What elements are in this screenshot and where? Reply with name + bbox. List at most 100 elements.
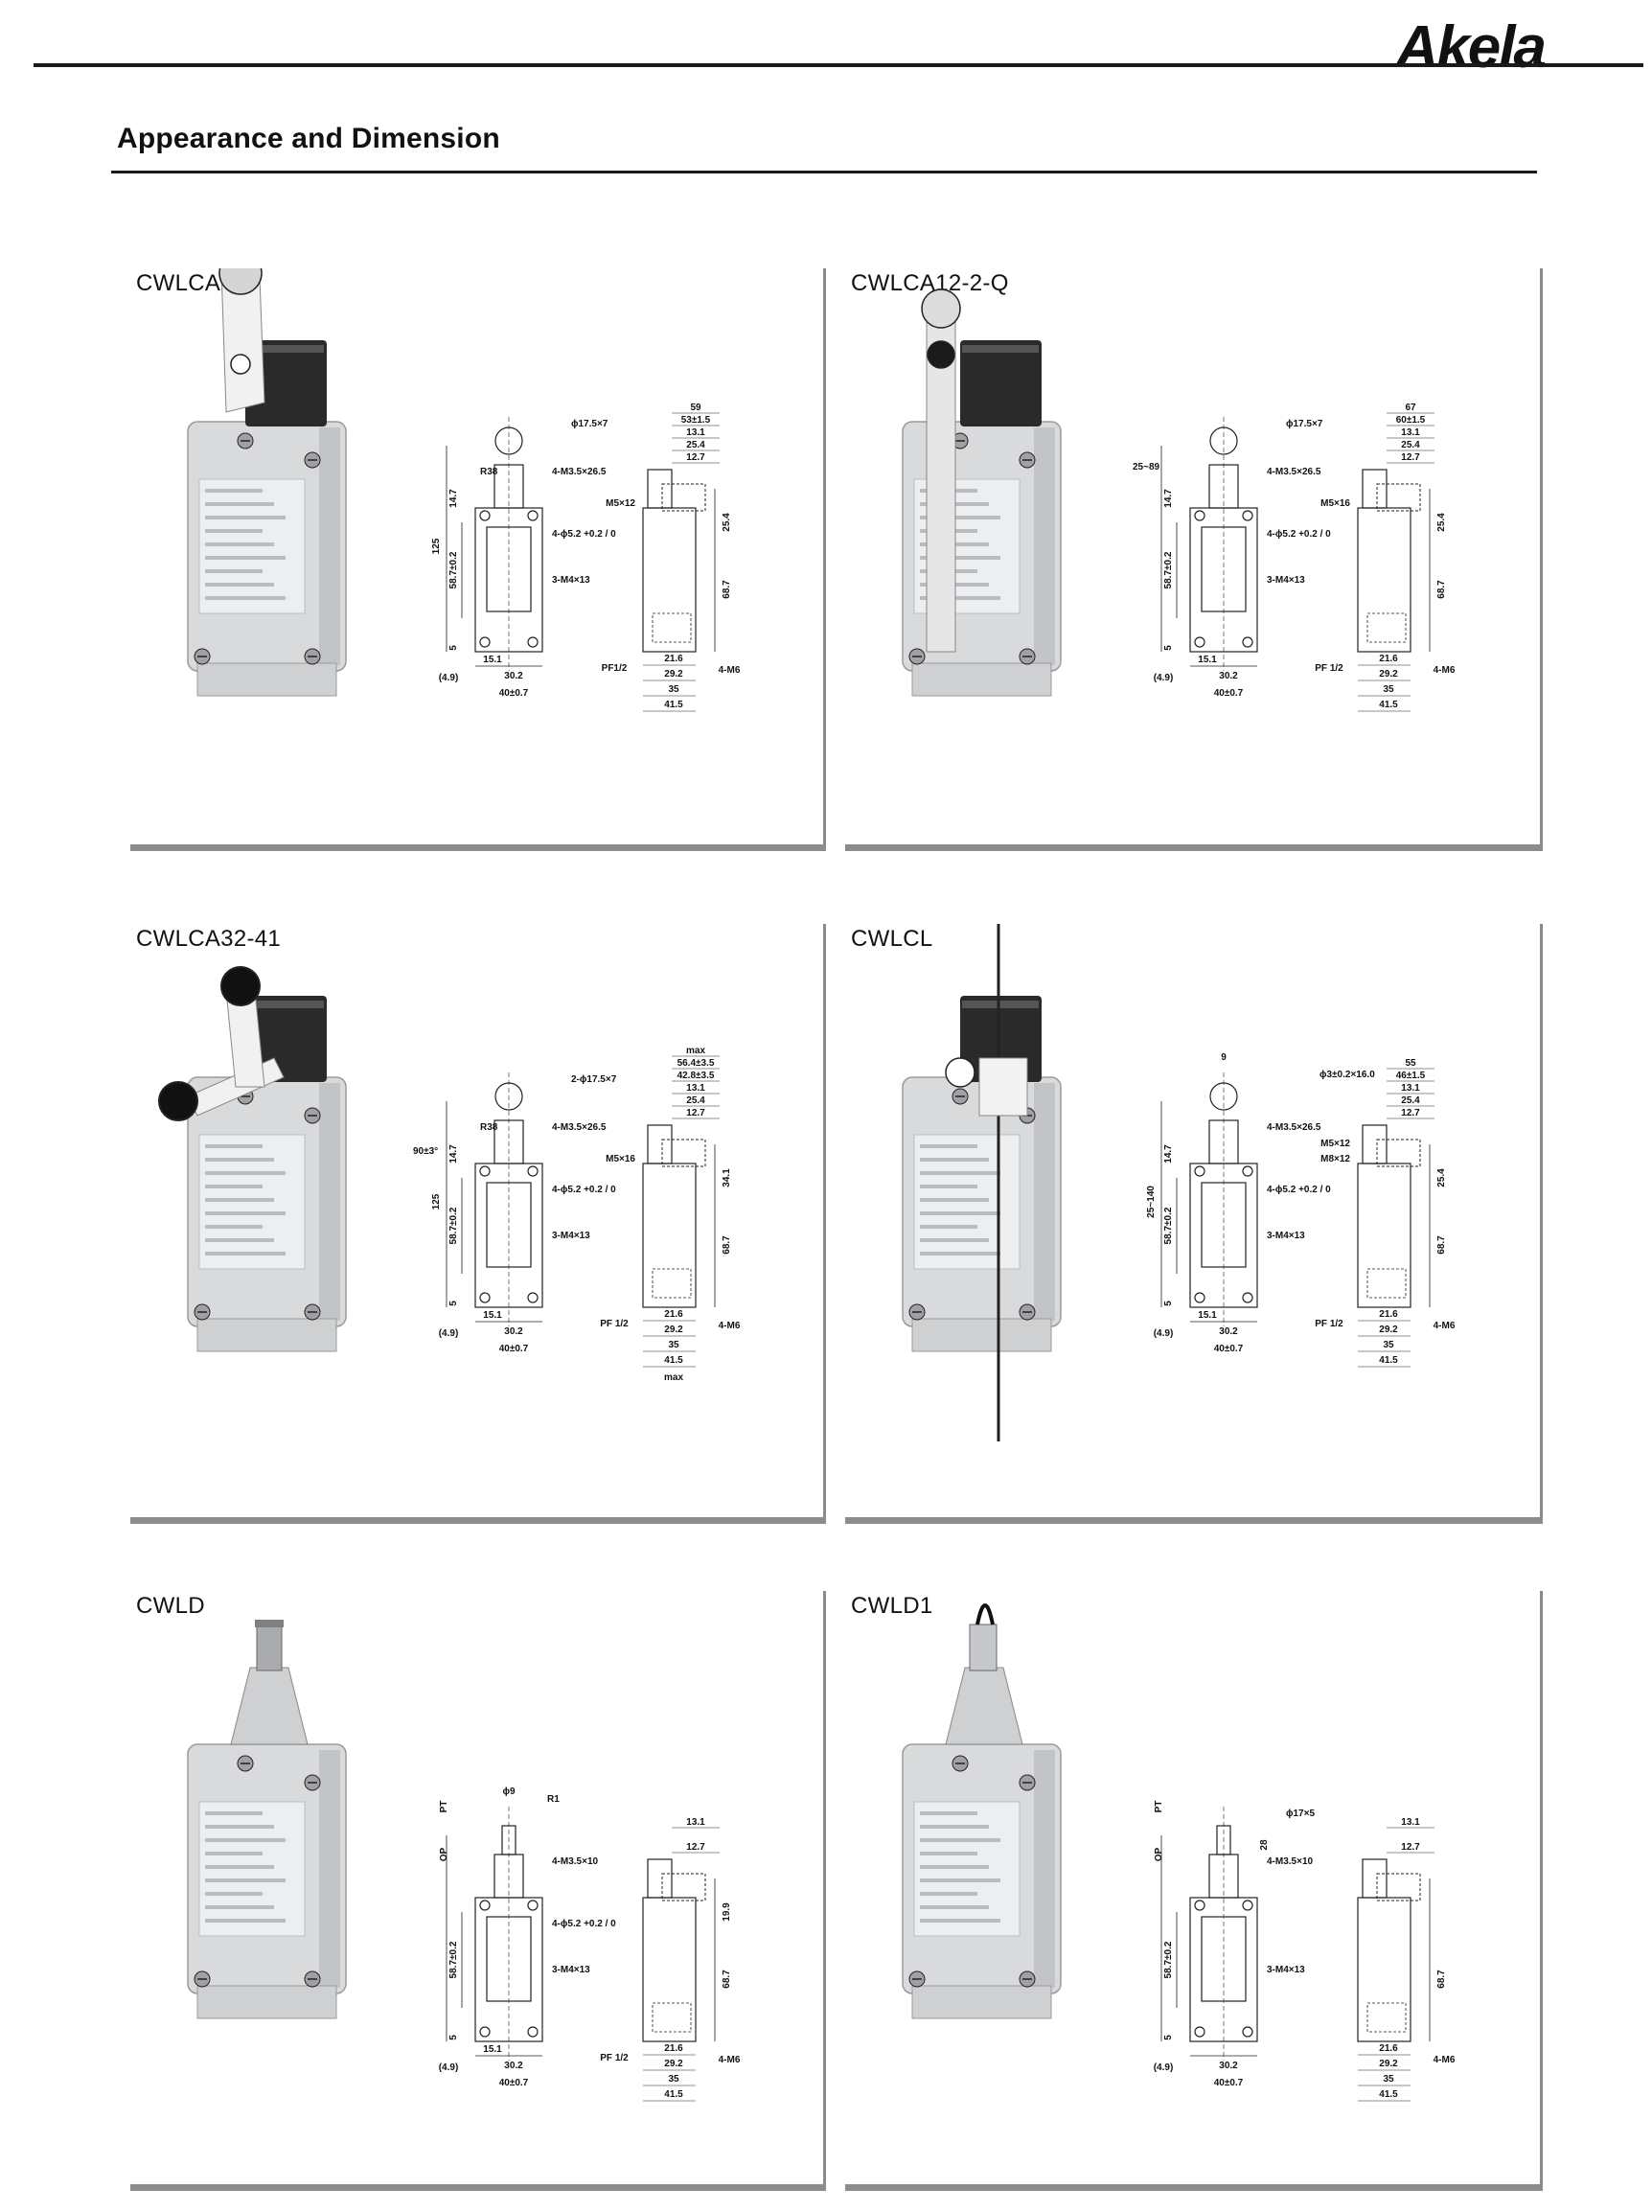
dim-width-3: 40±0.7 <box>1214 688 1244 699</box>
dim-pf: PF 1/2 <box>600 1319 629 1329</box>
panel-right-border <box>823 268 826 851</box>
dimension-drawing: 58.7±0.25ϕ17×54-M3.5×103-M4×1330.240±0.7… <box>1154 1801 1456 2102</box>
section-title: Appearance and Dimension <box>117 123 500 154</box>
dim-range: 25~89 <box>1133 462 1160 472</box>
dim-height-head: 14.7 <box>448 1144 459 1164</box>
product-photo <box>902 924 1062 1441</box>
dim-m6: 4-M6 <box>719 1321 741 1331</box>
dim-screw-1: 4-M3.5×26.5 <box>1267 467 1321 477</box>
dim-width-3: 40±0.7 <box>499 2078 529 2088</box>
dim-screw-1: 4-M3.5×26.5 <box>552 467 607 477</box>
dim-height-body: 58.7±0.2 <box>1163 551 1174 588</box>
dim-height-base: 5 <box>1163 1301 1174 1306</box>
dim-bottom-b1: 21.6 <box>1379 1309 1398 1320</box>
dim-width-4: (4.9) <box>1154 673 1174 683</box>
dim-radius: R38 <box>480 467 498 477</box>
dim-width-2: 30.2 <box>1219 671 1238 681</box>
dim-roller: ϕ17.5×7 <box>1286 419 1323 429</box>
product-photo <box>187 1620 347 2019</box>
dim-radius: R38 <box>480 1122 498 1133</box>
panel-bottom-border <box>130 1517 826 1524</box>
dim-height-base: 5 <box>1163 645 1174 651</box>
dim-width-1: 15.1 <box>1198 1310 1217 1321</box>
dim-screw-1: 4-M3.5×26.5 <box>1267 1122 1321 1133</box>
product-model-name: CWLD1 <box>851 1593 933 1619</box>
dim-width-4: (4.9) <box>439 1328 459 1339</box>
dim-hole: 4-ϕ5.2 +0.2 / 0 <box>552 1185 616 1195</box>
dim-width-2: 30.2 <box>1219 1326 1238 1337</box>
dim-op: OP <box>439 1847 449 1861</box>
dim-side-2: 68.7 <box>722 580 732 599</box>
dim-top-d4: 25.4 <box>686 1095 705 1106</box>
dim-bottom-b3: 35 <box>1383 684 1394 695</box>
panel-right-border <box>1540 1591 1543 2191</box>
dim-bottom-b4: 41.5 <box>1379 1355 1398 1366</box>
dim-angle: 90±3° <box>413 1146 438 1157</box>
dim-screw-4: M5×12 <box>1320 1139 1350 1149</box>
dim-side-2: 68.7 <box>722 1970 732 1989</box>
dim-bottom-b2: 29.2 <box>664 1325 683 1335</box>
dim-screw-3: 3-M4×13 <box>552 1965 590 1975</box>
dim-width-1: 15.1 <box>483 1310 502 1321</box>
dim-top-d5: 12.7 <box>1401 1842 1420 1853</box>
dim-roller: ϕ17×5 <box>1286 1809 1315 1819</box>
dim-screw-3: 3-M4×13 <box>1267 575 1305 586</box>
dim-top-d3: 13.1 <box>1401 427 1420 438</box>
dim-pt: PT <box>439 1801 449 1813</box>
panel-bottom-border <box>130 2184 826 2191</box>
product-photo <box>902 1603 1062 2019</box>
dim-bottom-b3: 35 <box>668 1340 679 1350</box>
dim-side-1: 25.4 <box>722 513 732 532</box>
dim-rod: ϕ3±0.2×16.0 <box>1319 1070 1375 1080</box>
dim-width-1: 15.1 <box>483 2044 502 2055</box>
dim-height-total: 125 <box>431 538 442 554</box>
dim-height-base: 5 <box>448 645 459 651</box>
product-model-name: CWLCL <box>851 926 933 952</box>
panel-bottom-border <box>845 844 1543 851</box>
dim-side-2: 68.7 <box>722 1235 732 1255</box>
dim-pf: PF 1/2 <box>600 2053 629 2063</box>
dim-screw-2: M8×12 <box>1320 1154 1350 1164</box>
dim-side-2: 68.7 <box>1436 1970 1447 1989</box>
dim-bottom-b3: 35 <box>668 684 679 695</box>
dim-screw-1: 4-M3.5×26.5 <box>552 1122 607 1133</box>
dim-height-total: 125 <box>431 1193 442 1210</box>
dim-top-d5: 12.7 <box>1401 1108 1420 1118</box>
dim-height-28: 28 <box>1259 1839 1270 1851</box>
dim-pin: ϕ9 <box>502 1786 515 1797</box>
dim-bottom-b3: 35 <box>1383 2074 1394 2085</box>
dim-bottom-b1: 21.6 <box>664 2043 683 2054</box>
dim-side-2: 68.7 <box>1436 1235 1447 1255</box>
dim-top-top2: 46±1.5 <box>1396 1071 1426 1081</box>
product-photo <box>187 268 347 697</box>
dim-screw-2: M5×12 <box>606 498 635 509</box>
dim-side-1: 25.4 <box>1436 1168 1447 1187</box>
dim-top-d3: 13.1 <box>1401 1817 1420 1828</box>
dim-height-base: 5 <box>1163 2035 1174 2040</box>
dim-bottom-b1: 21.6 <box>1379 654 1398 664</box>
dim-width-4: (4.9) <box>1154 1328 1174 1339</box>
dim-width-2: 30.2 <box>1219 2061 1238 2071</box>
dim-width-4: (4.9) <box>439 2062 459 2073</box>
dim-hole: 4-ϕ5.2 +0.2 / 0 <box>1267 1185 1331 1195</box>
panel-bottom-border <box>130 844 826 851</box>
dim-bottom-b4: 41.5 <box>664 700 683 710</box>
dim-bottom-b2: 29.2 <box>664 2059 683 2069</box>
dim-top-d4: 25.4 <box>1401 1095 1420 1106</box>
dim-side-2: 68.7 <box>1436 580 1447 599</box>
dim-top-d5: 12.7 <box>686 452 705 463</box>
dim-top-top0: max <box>686 1046 705 1056</box>
dim-bottom-b3: 35 <box>668 2074 679 2085</box>
dim-bottom-b2: 29.2 <box>664 669 683 680</box>
dim-roller: ϕ17.5×7 <box>571 419 608 429</box>
dim-width-4: (4.9) <box>1154 2062 1174 2073</box>
panel-bottom-border <box>845 1517 1543 1524</box>
dim-screw-3: 3-M4×13 <box>552 1231 590 1241</box>
dim-screw-3: 3-M4×13 <box>1267 1965 1305 1975</box>
dim-m6: 4-M6 <box>1434 1321 1456 1331</box>
